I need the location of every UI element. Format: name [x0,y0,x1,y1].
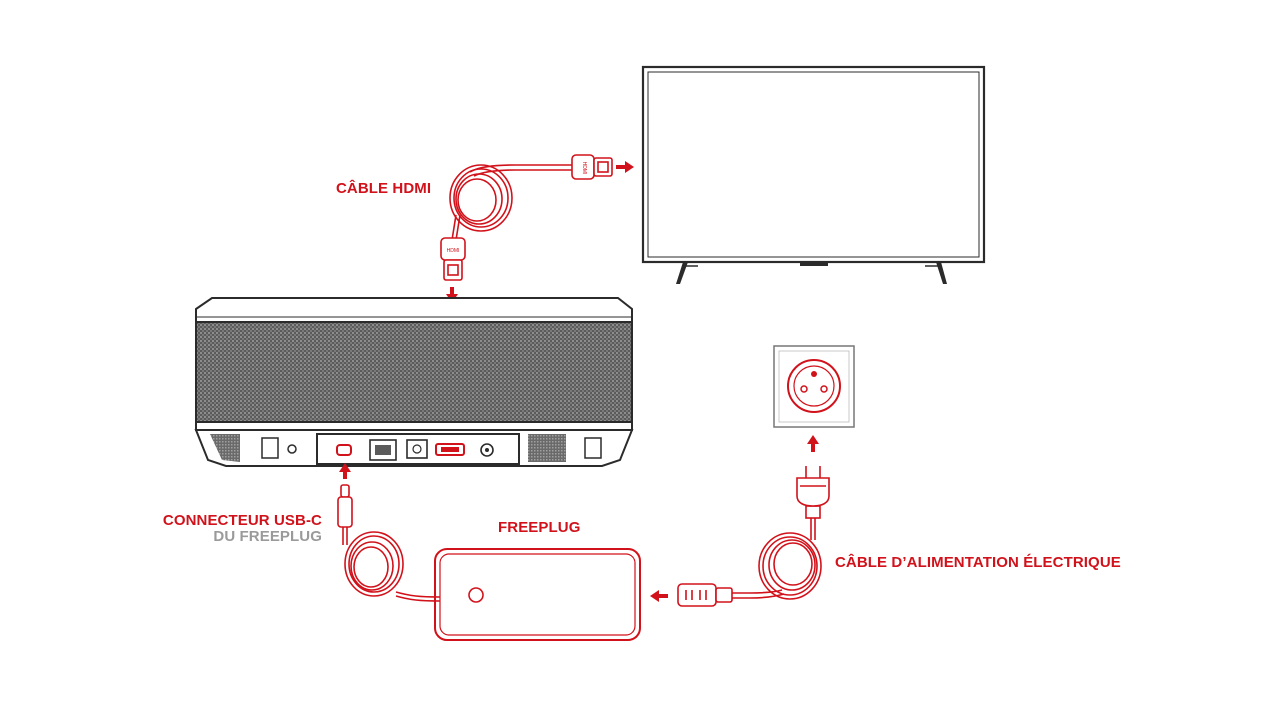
tv-screen [647,71,980,258]
arrow-to-tv [616,161,634,173]
arrow-to-box-usbc [339,463,351,479]
c7-connector [677,583,717,607]
tv-right-foot [936,262,947,284]
usbc-plug [340,484,350,498]
euro-plug [796,477,830,507]
label-power-cable: CÂBLE D’ALIMENTATION ÉLECTRIQUE [835,554,1121,571]
socket-ground-pin [811,371,817,377]
optical-port [406,439,428,459]
freeplug-led [468,587,484,603]
tv-left-foot [676,262,688,284]
hdmi-plug-tv-mark: HDMI [581,162,587,175]
label-hdmi-cable: CÂBLE HDMI [336,180,432,197]
hdmi-cable [449,164,572,241]
hdmi-plug-box-mark: HDMI [447,248,460,254]
freebox-device [194,297,634,467]
freeplug-device [434,548,641,641]
wall-socket [773,345,855,428]
arrow-to-freeplug [650,590,668,602]
usbc-cable [337,484,441,602]
hdmi-plug-tv: HDMI [571,154,613,180]
label-freeplug: FREEPLUG [498,519,581,536]
label-usbc-freeplug: DU FREEPLUG [213,528,322,545]
hdmi-coil-outer [449,164,513,232]
television [641,65,986,284]
arrow-to-socket [807,435,819,452]
hdmi-plug-box: HDMI [440,237,466,281]
box-top-lid [195,297,633,323]
power-cable [677,466,830,607]
box-grille [195,321,633,423]
usbc-port [336,444,352,456]
label-usbc-connector: CONNECTEUR USB-C [162,512,322,529]
tv-sensor [800,262,828,266]
